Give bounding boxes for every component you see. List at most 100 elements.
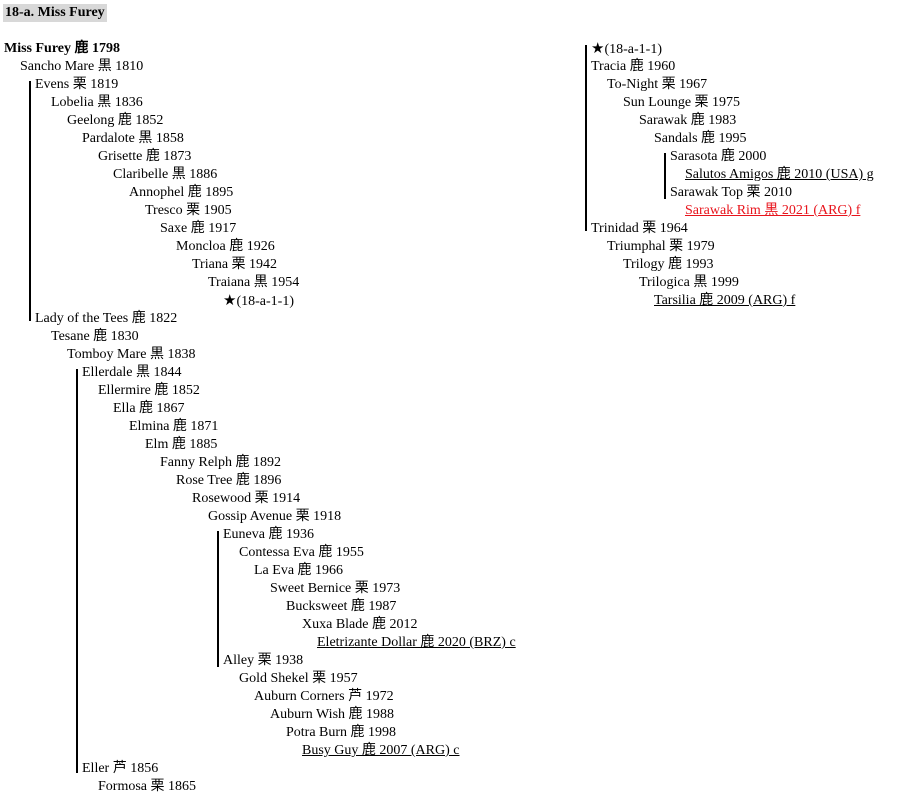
pedigree-entry: ★(18-a-1-1) <box>591 40 662 58</box>
entry-text: Lobelia 黒 1836 <box>51 95 143 110</box>
pedigree-entry: Xuxa Blade 鹿 2012 <box>302 616 417 634</box>
entry-text: Auburn Corners 芦 1972 <box>254 689 394 704</box>
entry-text: Euneva 鹿 1936 <box>223 527 314 542</box>
entry-text: Annophel 鹿 1895 <box>129 185 234 200</box>
entry-text: Tomboy Mare 黒 1838 <box>67 347 196 362</box>
entry-text: Auburn Wish 鹿 1988 <box>270 707 395 722</box>
pedigree-entry: Claribelle 黒 1886 <box>113 166 217 184</box>
branch-line <box>585 45 587 231</box>
entry-text: Alley 栗 1938 <box>223 653 304 668</box>
pedigree-entry: Evens 栗 1819 <box>35 76 118 94</box>
pedigree-entry: Auburn Wish 鹿 1988 <box>270 706 394 724</box>
entry-text: Grisette 鹿 1873 <box>98 149 192 164</box>
entry-text: Lady of the Tees 鹿 1822 <box>35 311 178 326</box>
entry-text: Pardalote 黒 1858 <box>82 131 184 146</box>
pedigree-entry: Gossip Avenue 栗 1918 <box>208 508 341 526</box>
entry-text: Formosa 栗 1865 <box>98 779 196 794</box>
entry-text: Ellerdale 黒 1844 <box>82 365 182 380</box>
pedigree-entry: Tracia 鹿 1960 <box>591 58 675 76</box>
pedigree-entry: Tarsilia 鹿 2009 (ARG) f <box>654 292 795 310</box>
pedigree-entry: Alley 栗 1938 <box>223 652 303 670</box>
entry-text: Traiana 黒 1954 <box>208 275 300 290</box>
pedigree-entry: Traiana 黒 1954 <box>208 274 299 292</box>
entry-text: Xuxa Blade 鹿 2012 <box>302 617 418 632</box>
entry-text: Salutos Amigos 鹿 2010 (USA) g <box>685 167 874 182</box>
entry-text: Sancho Mare 黒 1810 <box>20 59 144 74</box>
pedigree-entry: Fanny Relph 鹿 1892 <box>160 454 281 472</box>
entry-text: Sun Lounge 栗 1975 <box>623 95 741 110</box>
entry-text: (18-a-1-1) <box>604 42 662 57</box>
entry-text: To-Night 栗 1967 <box>607 77 708 92</box>
entry-text: Saxe 鹿 1917 <box>160 221 237 236</box>
entry-text: La Eva 鹿 1966 <box>254 563 344 578</box>
pedigree-entry: Bucksweet 鹿 1987 <box>286 598 396 616</box>
pedigree-entry: ★(18-a-1-1) <box>223 292 294 310</box>
entry-text: Miss Furey 鹿 1798 <box>4 41 121 56</box>
entry-text: Fanny Relph 鹿 1892 <box>160 455 281 470</box>
entry-text: Bucksweet 鹿 1987 <box>286 599 397 614</box>
pedigree-entry: Rosewood 栗 1914 <box>192 490 300 508</box>
branch-line <box>29 81 31 321</box>
pedigree-entry: Eletrizante Dollar 鹿 2020 (BRZ) c <box>317 634 516 652</box>
pedigree-entry: Triumphal 栗 1979 <box>607 238 715 256</box>
entry-text: Tracia 鹿 1960 <box>591 59 676 74</box>
pedigree-entry: Tomboy Mare 黒 1838 <box>67 346 196 364</box>
entry-text: Sandals 鹿 1995 <box>654 131 747 146</box>
pedigree-entry: Geelong 鹿 1852 <box>67 112 163 130</box>
entry-text: (18-a-1-1) <box>236 294 294 309</box>
entry-text: Rose Tree 鹿 1896 <box>176 473 282 488</box>
entry-text: Gold Shekel 栗 1957 <box>239 671 358 686</box>
entry-text: Sarawak Top 栗 2010 <box>670 185 793 200</box>
entry-text: Eller 芦 1856 <box>82 761 159 776</box>
pedigree-entry: Elmina 鹿 1871 <box>129 418 218 436</box>
pedigree-entry: Lobelia 黒 1836 <box>51 94 143 112</box>
entry-text: Tresco 栗 1905 <box>145 203 232 218</box>
entry-text: Geelong 鹿 1852 <box>67 113 164 128</box>
pedigree-entry: Ella 鹿 1867 <box>113 400 185 418</box>
star-icon: ★ <box>223 293 237 309</box>
pedigree-entry: Sarawak Rim 黒 2021 (ARG) f <box>685 202 860 220</box>
entry-text: Ellermire 鹿 1852 <box>98 383 200 398</box>
pedigree-entry: Contessa Eva 鹿 1955 <box>239 544 364 562</box>
entry-text: Busy Guy 鹿 2007 (ARG) c <box>302 743 460 758</box>
pedigree-entry: To-Night 栗 1967 <box>607 76 707 94</box>
pedigree-entry: Gold Shekel 栗 1957 <box>239 670 358 688</box>
branch-line <box>217 531 219 667</box>
pedigree-entry: Tesane 鹿 1830 <box>51 328 139 346</box>
entry-text: Potra Burn 鹿 1998 <box>286 725 397 740</box>
branch-line <box>76 369 78 773</box>
pedigree-entry: Potra Burn 鹿 1998 <box>286 724 396 742</box>
entry-text: Rosewood 栗 1914 <box>192 491 301 506</box>
pedigree-entry: Miss Furey 鹿 1798 <box>4 40 120 58</box>
star-icon: ★ <box>591 41 605 57</box>
entry-text: Sweet Bernice 栗 1973 <box>270 581 401 596</box>
pedigree-entry: La Eva 鹿 1966 <box>254 562 343 580</box>
entry-text: Sarasota 鹿 2000 <box>670 149 767 164</box>
entry-text: Elm 鹿 1885 <box>145 437 218 452</box>
entry-text: Evens 栗 1819 <box>35 77 119 92</box>
pedigree-entry: Trilogy 鹿 1993 <box>623 256 714 274</box>
pedigree-entry: Sarawak Top 栗 2010 <box>670 184 792 202</box>
pedigree-entry: Euneva 鹿 1936 <box>223 526 314 544</box>
pedigree-entry: Lady of the Tees 鹿 1822 <box>35 310 177 328</box>
pedigree-entry: Ellerdale 黒 1844 <box>82 364 182 382</box>
pedigree-entry: Tresco 栗 1905 <box>145 202 232 220</box>
pedigree-entry: Elm 鹿 1885 <box>145 436 217 454</box>
page-heading: 18-a. Miss Furey <box>3 4 107 22</box>
pedigree-entry: Busy Guy 鹿 2007 (ARG) c <box>302 742 460 760</box>
entry-text: Triana 栗 1942 <box>192 257 278 272</box>
entry-text: Eletrizante Dollar 鹿 2020 (BRZ) c <box>317 635 516 650</box>
entry-text: Trinidad 栗 1964 <box>591 221 688 236</box>
pedigree-entry: Trinidad 栗 1964 <box>591 220 688 238</box>
pedigree-entry: Eller 芦 1856 <box>82 760 158 778</box>
pedigree-entry: Rose Tree 鹿 1896 <box>176 472 281 490</box>
pedigree-entry: Triana 栗 1942 <box>192 256 277 274</box>
pedigree-entry: Saxe 鹿 1917 <box>160 220 236 238</box>
entry-text: Ella 鹿 1867 <box>113 401 185 416</box>
pedigree-entry: Ellermire 鹿 1852 <box>98 382 200 400</box>
pedigree-entry: Trilogica 黒 1999 <box>639 274 739 292</box>
entry-text: Contessa Eva 鹿 1955 <box>239 545 364 560</box>
pedigree-entry: Sancho Mare 黒 1810 <box>20 58 143 76</box>
pedigree-entry: Pardalote 黒 1858 <box>82 130 184 148</box>
entry-text: Moncloa 鹿 1926 <box>176 239 275 254</box>
